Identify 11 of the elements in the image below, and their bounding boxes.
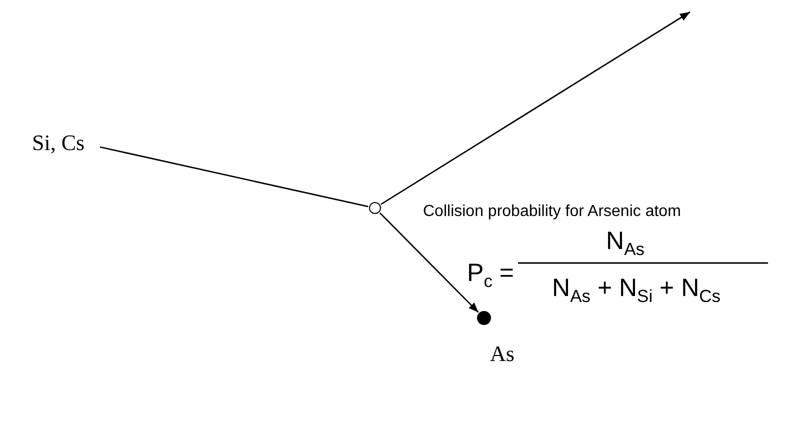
point-label: As — [490, 343, 514, 365]
formula-term: P$_{c}$ = — [467, 261, 514, 291]
trajectory-arrow — [379, 212, 479, 313]
formula-denominator: N$_{As}$ + N$_{Si}$ + N$_{Cs}$ — [552, 276, 721, 306]
point-marker — [477, 311, 491, 325]
text-label: Si, Cs — [32, 132, 85, 154]
point-marker — [369, 202, 381, 214]
trajectory-arrow — [380, 11, 690, 205]
description-text: Collision probability for Arsenic atom — [423, 204, 681, 220]
formula-numerator: N$_{As}$ — [606, 229, 644, 259]
trajectory-line — [100, 146, 368, 208]
